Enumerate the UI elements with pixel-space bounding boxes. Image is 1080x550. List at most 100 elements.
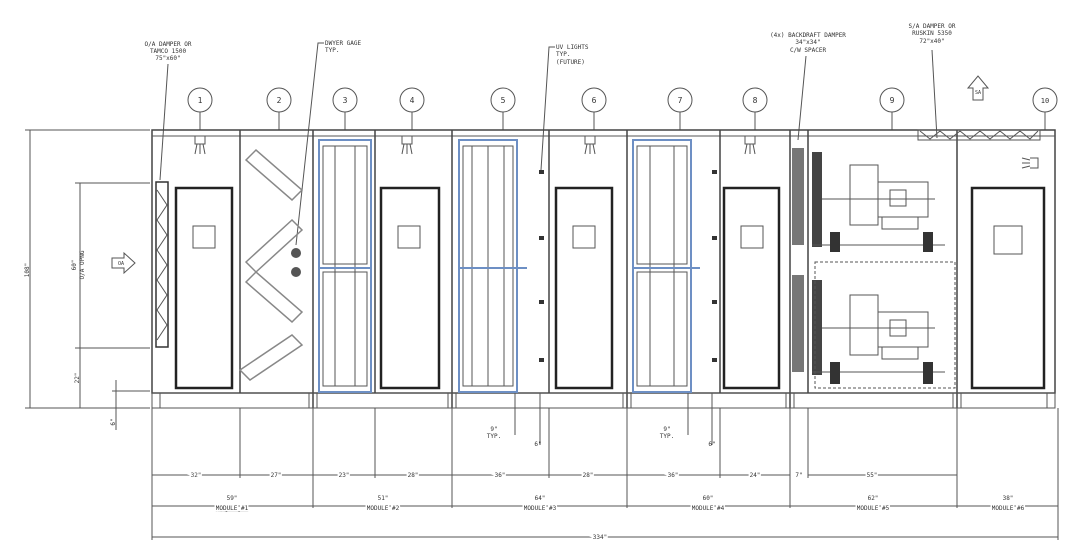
svg-text:2: 2 [277, 96, 282, 105]
svg-text:36": 36" [495, 472, 506, 479]
light-fixture-icon [194, 136, 1039, 169]
section-dimensions: 32" 27" 23" 28" 36" 28" 36" 24" 7" 55" [152, 471, 957, 481]
access-door[interactable] [174, 186, 234, 390]
section-tag: 8 [742, 87, 768, 130]
filter-bank [318, 139, 372, 393]
outside-air-arrow-icon: OA [111, 251, 136, 275]
svg-text:TYP.: TYP. [487, 433, 501, 440]
svg-text:51": 51" [378, 495, 389, 502]
callout-dwyer-gage: DWYER GAGE TYP. [295, 40, 362, 246]
svg-text:5: 5 [501, 96, 506, 105]
svg-text:MODULE #5: MODULE #5 [857, 505, 890, 512]
svg-text:OA: OA [118, 261, 124, 267]
svg-text:TAMCO 1500: TAMCO 1500 [150, 48, 187, 55]
section-tag: 3 [332, 87, 358, 130]
module-dimension: 60"MODULE #4 [690, 495, 726, 514]
svg-text:6": 6" [110, 418, 117, 425]
svg-text:27": 27" [271, 472, 282, 479]
svg-text:6": 6" [534, 441, 541, 448]
filter-bank [632, 139, 700, 393]
module-dimensions: 59"MODULE #1 51"MODULE #2 64"MODULE #3 6… [152, 495, 1058, 514]
supply-fan [812, 152, 945, 252]
section-tag: 6 [581, 87, 607, 130]
left-dimensions: 108" 60" O/A OPNG 22" 6" [24, 129, 150, 430]
overall-dimension: 334" [152, 533, 1058, 543]
svg-text:64": 64" [535, 495, 546, 502]
svg-text:36": 36" [668, 472, 679, 479]
access-door[interactable] [970, 186, 1046, 390]
callout-sa-damper: S/A DAMPER OR RUSKIN 5350 72"x40" [909, 23, 956, 139]
callout-uv-lights: UV LIGHTS TYP. (FUTURE) [540, 44, 589, 171]
svg-text:28": 28" [583, 472, 594, 479]
supply-fan [812, 261, 956, 389]
svg-text:24": 24" [750, 472, 761, 479]
module-dimension: 64"MODULE #3 [522, 495, 558, 514]
backdraft-damper [792, 148, 804, 372]
svg-text:7: 7 [678, 96, 683, 105]
svg-text:DWYER GAGE: DWYER GAGE [325, 40, 362, 47]
supply-air-arrow-icon: SA [966, 75, 990, 101]
svg-text:7": 7" [795, 472, 802, 479]
uv-lights [539, 170, 717, 362]
filter-bank [458, 139, 527, 393]
svg-text:62": 62" [868, 495, 879, 502]
access-door[interactable] [554, 186, 614, 390]
svg-text:TYP.: TYP. [325, 47, 339, 54]
svg-text:22": 22" [74, 373, 81, 384]
module-dimension: 59"MODULE #1 [214, 495, 250, 514]
svg-text:9: 9 [890, 96, 895, 105]
uv-dimensions: 9" TYP. 6" 9" TYP. 6" [487, 393, 716, 448]
svg-text:9": 9" [490, 426, 497, 433]
svg-text:38": 38" [1003, 495, 1014, 502]
svg-text:(FUTURE): (FUTURE) [556, 59, 585, 66]
mixing-baffles [238, 148, 304, 381]
svg-text:TYP.: TYP. [660, 433, 674, 440]
svg-text:34"x34": 34"x34" [795, 39, 820, 46]
section-tag: 9 [879, 87, 905, 130]
section-tag: 1 [187, 87, 213, 130]
section-tag: 2 [266, 87, 292, 130]
svg-text:C/W SPACER: C/W SPACER [790, 47, 827, 54]
svg-text:O/A OPNG: O/A OPNG [79, 250, 86, 279]
access-door[interactable] [722, 186, 781, 390]
section-tag: 10 [1032, 87, 1058, 130]
module-dimension: 62" MODULE #5 [855, 495, 891, 514]
svg-text:TYP.: TYP. [556, 51, 570, 58]
dwyer-gage-icon [291, 248, 301, 277]
sa-damper [917, 129, 1041, 141]
svg-text:9": 9" [663, 426, 670, 433]
svg-text:RUSKIN 5350: RUSKIN 5350 [912, 30, 952, 37]
svg-text:1: 1 [198, 96, 203, 105]
svg-text:23": 23" [339, 472, 350, 479]
svg-text:S/A DAMPER OR: S/A DAMPER OR [909, 23, 956, 30]
svg-text:UV LIGHTS: UV LIGHTS [556, 44, 589, 51]
svg-text:75"x60": 75"x60" [155, 55, 180, 62]
svg-text:10: 10 [1041, 97, 1049, 105]
unit-casing [151, 129, 1056, 409]
svg-text:MODULE #6: MODULE #6 [992, 505, 1025, 512]
callout-oa-damper: O/A DAMPER OR TAMCO 1500 75"x60" [145, 41, 192, 181]
svg-text:4: 4 [410, 96, 415, 105]
svg-text:8: 8 [753, 96, 758, 105]
svg-text:3: 3 [343, 96, 348, 105]
section-tags: 1 2 3 4 5 6 7 8 9 10 [187, 87, 1058, 130]
svg-text:72"x40": 72"x40" [919, 38, 944, 45]
svg-text:SA: SA [975, 90, 981, 96]
module-dimension: 38" MODULE #6 [990, 495, 1026, 514]
svg-text:59": 59" [227, 495, 238, 502]
extension-lines [151, 408, 1059, 540]
svg-text:55": 55" [867, 472, 878, 479]
callout-backdraft-damper: (4x) BACKDRAFT DAMPER 34"x34" C/W SPACER [770, 32, 846, 141]
svg-text:60": 60" [71, 260, 78, 271]
section-tag: 4 [399, 87, 425, 130]
section-tag: 7 [667, 87, 693, 130]
svg-text:6: 6 [592, 96, 597, 105]
module-dimension: 51"MODULE #2 [365, 495, 401, 514]
svg-text:108": 108" [24, 263, 31, 277]
svg-text:32": 32" [191, 472, 202, 479]
svg-text:60": 60" [703, 495, 714, 502]
access-door[interactable] [379, 186, 441, 390]
oa-damper [155, 181, 169, 348]
svg-text:334": 334" [593, 534, 607, 541]
